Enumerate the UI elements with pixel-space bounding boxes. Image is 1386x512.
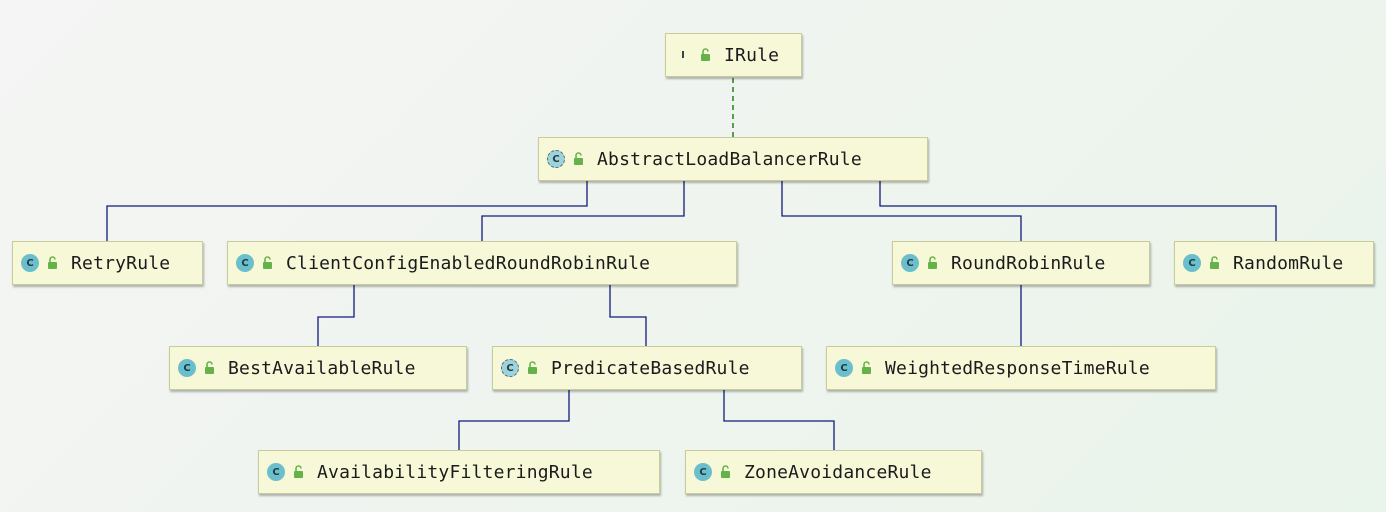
unlocked-access-icon xyxy=(574,152,583,165)
node-label: WeightedResponseTimeRule xyxy=(885,357,1150,379)
abstract-class-icon: C xyxy=(501,359,519,377)
node-weighted-response-time-rule[interactable]: C WeightedResponseTimeRule xyxy=(826,346,1216,390)
node-label: BestAvailableRule xyxy=(228,357,416,379)
node-label: ZoneAvoidanceRule xyxy=(744,461,932,483)
unlocked-access-icon xyxy=(263,256,272,269)
class-icon: C xyxy=(901,254,919,272)
unlocked-access-icon xyxy=(862,361,871,374)
class-icon: C xyxy=(21,254,39,272)
node-best-available-rule[interactable]: C BestAvailableRule xyxy=(169,346,467,390)
edge-availability-filtering-rule-extends-predicate-based-rule xyxy=(458,379,575,450)
edge-round-robin-rule-extends-abstract-load-balancer-rule xyxy=(776,170,1022,241)
node-label: AvailabilityFilteringRule xyxy=(317,461,593,483)
node-client-config-enabled-round-robin-rule[interactable]: C ClientConfigEnabledRoundRobinRule xyxy=(227,241,737,285)
unlocked-access-icon xyxy=(294,465,303,478)
node-retry-rule[interactable]: C RetryRule xyxy=(12,241,203,285)
node-label: AbstractLoadBalancerRule xyxy=(597,148,862,170)
edge-client-config-enabled-round-robin-rule-extends-abstract-load-balancer-rule xyxy=(481,170,690,241)
unlocked-access-icon xyxy=(928,256,937,269)
class-icon: C xyxy=(178,359,196,377)
node-label: ClientConfigEnabledRoundRobinRule xyxy=(286,252,651,274)
class-icon: C xyxy=(267,463,285,481)
unlocked-access-icon xyxy=(1210,256,1219,269)
node-predicate-based-rule[interactable]: C PredicateBasedRule xyxy=(492,346,802,390)
unlocked-access-icon xyxy=(528,361,537,374)
unlocked-access-icon xyxy=(721,465,730,478)
unlocked-access-icon xyxy=(48,256,57,269)
node-round-robin-rule[interactable]: C RoundRobinRule xyxy=(892,241,1150,285)
class-icon: C xyxy=(236,254,254,272)
node-label: RetryRule xyxy=(71,252,171,274)
edge-random-rule-extends-abstract-load-balancer-rule xyxy=(874,170,1277,241)
class-icon: C xyxy=(835,359,853,377)
node-availability-filtering-rule[interactable]: C AvailabilityFilteringRule xyxy=(258,450,660,494)
unlocked-access-icon xyxy=(205,361,214,374)
edge-zone-avoidance-rule-extends-predicate-based-rule xyxy=(718,379,835,450)
edge-best-available-rule-extends-client-config-enabled-round-robin-rule xyxy=(317,274,360,346)
class-icon: C xyxy=(694,463,712,481)
edge-retry-rule-extends-abstract-load-balancer-rule xyxy=(106,170,593,241)
node-label: IRule xyxy=(724,44,780,66)
node-random-rule[interactable]: C RandomRule xyxy=(1174,241,1374,285)
node-irule[interactable]: I IRule xyxy=(665,33,802,77)
node-label: RoundRobinRule xyxy=(951,252,1106,274)
edge-predicate-based-rule-extends-client-config-enabled-round-robin-rule xyxy=(604,274,647,346)
node-label: PredicateBasedRule xyxy=(551,357,750,379)
abstract-class-icon: C xyxy=(547,150,565,168)
node-zone-avoidance-rule[interactable]: C ZoneAvoidanceRule xyxy=(685,450,982,494)
node-label: RandomRule xyxy=(1233,252,1344,274)
class-icon: C xyxy=(1183,254,1201,272)
unlocked-access-icon xyxy=(701,48,710,61)
node-abstract-load-balancer-rule[interactable]: C AbstractLoadBalancerRule xyxy=(538,137,928,181)
interface-icon: I xyxy=(681,49,685,61)
